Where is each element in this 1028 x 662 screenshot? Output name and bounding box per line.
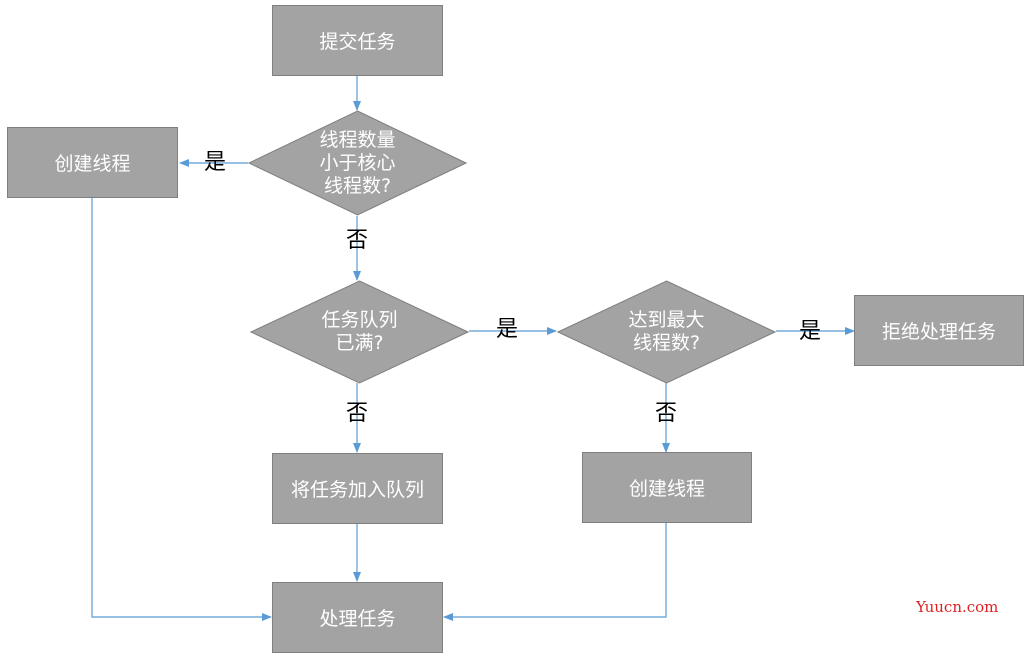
decision-max-threads-shape xyxy=(557,280,776,384)
decision-core-threads-shape xyxy=(248,110,467,216)
decision-core-threads: 线程数量 小于核心 线程数? xyxy=(248,110,467,216)
node-process-task-label: 处理任务 xyxy=(319,608,396,630)
edge-label-core-yes: 是 xyxy=(204,150,227,175)
node-reject-task: 拒绝处理任务 xyxy=(854,295,1024,366)
node-process-task: 处理任务 xyxy=(272,582,443,653)
node-create-thread-left: 创建线程 xyxy=(7,127,178,198)
decision-max-line-2: 线程数? xyxy=(632,332,701,354)
edge-label-queue-no: 否 xyxy=(346,401,369,426)
arrow-create-right-to-process xyxy=(443,523,667,621)
decision-queue-line-1: 任务队列 xyxy=(321,309,398,331)
decision-queue-full-shape xyxy=(250,280,469,384)
node-submit-task: 提交任务 xyxy=(272,5,443,76)
node-reject-task-label: 拒绝处理任务 xyxy=(881,321,996,343)
node-enqueue-task: 将任务加入队列 xyxy=(272,453,443,524)
decision-max-threads: 达到最大 线程数? xyxy=(557,280,776,384)
arrow-create-left-to-process xyxy=(91,198,272,621)
edge-label-core-no: 否 xyxy=(346,228,369,253)
watermark-text: Yuucn.com xyxy=(916,598,999,616)
decision-core-line-1: 线程数量 xyxy=(319,128,396,151)
node-enqueue-task-label: 将任务加入队列 xyxy=(290,479,424,501)
decision-queue-full: 任务队列 已满? xyxy=(250,280,469,384)
node-create-thread-left-label: 创建线程 xyxy=(54,153,131,175)
node-submit-task-label: 提交任务 xyxy=(319,31,396,53)
decision-queue-line-2: 已满? xyxy=(335,332,384,354)
decision-max-line-1: 达到最大 xyxy=(628,309,705,331)
edge-label-queue-yes: 是 xyxy=(496,317,519,342)
node-create-thread-right-label: 创建线程 xyxy=(628,478,705,500)
edge-label-max-yes: 是 xyxy=(799,319,822,344)
decision-core-line-2: 小于核心 xyxy=(319,151,396,174)
edge-label-max-no: 否 xyxy=(655,401,678,426)
node-create-thread-right: 创建线程 xyxy=(582,452,752,523)
decision-core-line-3: 线程数? xyxy=(323,174,392,197)
